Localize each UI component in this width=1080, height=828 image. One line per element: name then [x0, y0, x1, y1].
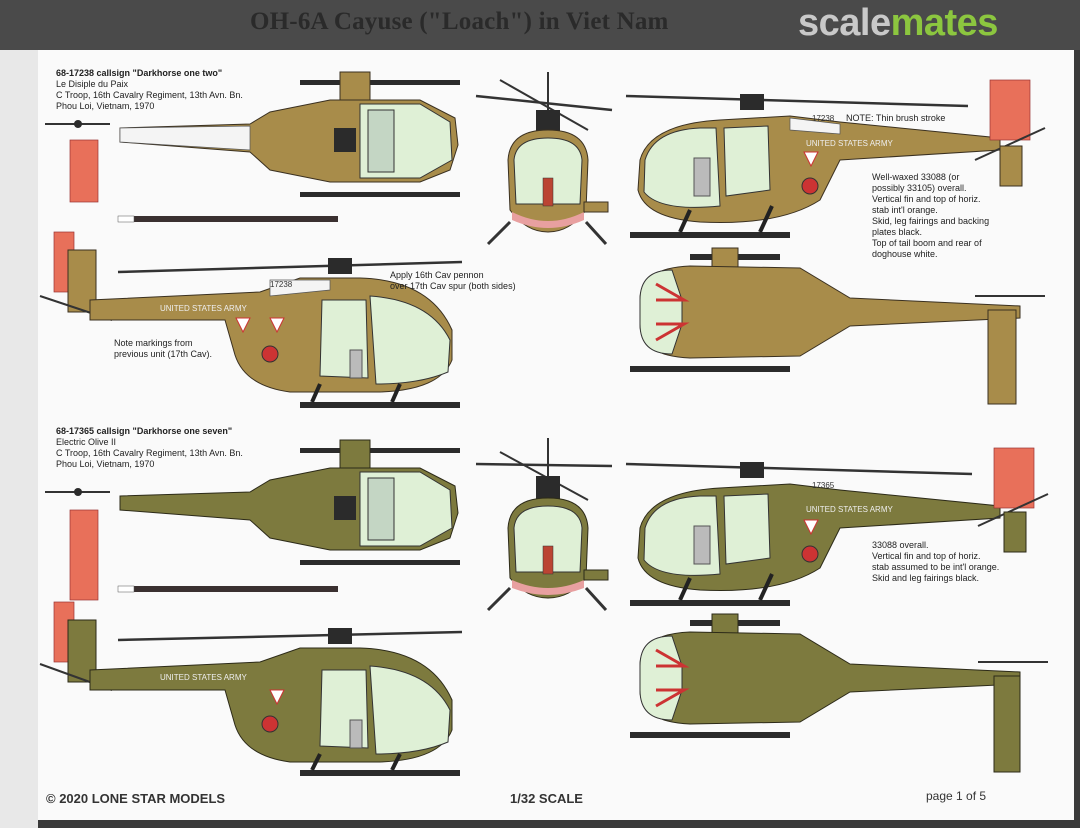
aircraft2-tail-number: 17365 — [812, 481, 835, 490]
aircraft1-markings-note: Note markings from previous unit (17th C… — [114, 338, 213, 359]
aircraft1-fuselage-text-left: UNITED STATES ARMY — [160, 304, 247, 313]
aircraft2-left-side — [39, 601, 463, 776]
sheet-edge — [0, 50, 38, 828]
aircraft2-name: Electric Olive II — [56, 437, 117, 447]
aircraft2-place: Phou Loi, Vietnam, 1970 — [56, 459, 155, 469]
aircraft2-right-side — [625, 447, 1049, 606]
aircraft2-serial: 68-17365 callsign "Darkhorse one seven" — [56, 426, 233, 436]
aircraft2-top-view — [45, 439, 460, 601]
aircraft1-tail-number: 17238 — [812, 114, 835, 123]
aircraft1-name: Le Disiple du Paix — [56, 79, 129, 89]
aircraft2-fuselage-text-right: UNITED STATES ARMY — [806, 505, 893, 514]
aircraft1-fuselage-text-right: UNITED STATES ARMY — [806, 139, 893, 148]
aircraft1-left-side — [39, 231, 463, 408]
page-number: page 1 of 5 — [926, 789, 987, 803]
aircraft2-bottom-view — [630, 613, 1048, 773]
aircraft1-top-view — [45, 71, 460, 223]
aircraft1-color-notes: Well-waxed 33088 (or possibly 33105) ove… — [872, 172, 990, 259]
aircraft1-right-side — [625, 79, 1046, 238]
aircraft1-place: Phou Loi, Vietnam, 1970 — [56, 101, 155, 111]
scalemates-logo[interactable]: scalemates — [798, 2, 998, 44]
aircraft1-tail-number-left: 17238 — [270, 280, 293, 289]
aircraft1-caption: 68-17238 callsign "Darkhorse one two" Le… — [56, 68, 243, 112]
aircraft1-serial: 68-17238 callsign "Darkhorse one two" — [56, 68, 223, 78]
header-bar: OH-6A Cayuse ("Loach") in Viet Nam scale… — [0, 0, 1080, 50]
aircraft1-bottom-view — [630, 247, 1045, 405]
aircraft2-fuselage-text-left: UNITED STATES ARMY — [160, 673, 247, 682]
copyright: © 2020 LONE STAR MODELS — [46, 791, 226, 806]
aircraft1-front-view — [475, 72, 613, 246]
aircraft1-unit: C Troop, 16th Cavalry Regiment, 13th Avn… — [56, 90, 243, 100]
aircraft1-brush-note: NOTE: Thin brush stroke — [846, 113, 946, 123]
aircraft2-front-view — [475, 438, 613, 612]
aircraft2-unit: C Troop, 16th Cavalry Regiment, 13th Avn… — [56, 448, 243, 458]
aircraft2-caption: 68-17365 callsign "Darkhorse one seven" … — [56, 426, 243, 470]
scale-label: 1/32 SCALE — [510, 791, 583, 806]
aircraft1-pennon-note: Apply 16th Cav pennon over 17th Cav spur… — [390, 270, 516, 291]
aircraft2-color-notes: 33088 overall. Vertical fin and top of h… — [872, 540, 1000, 583]
page-title: OH-6A Cayuse ("Loach") in Viet Nam — [250, 8, 669, 35]
